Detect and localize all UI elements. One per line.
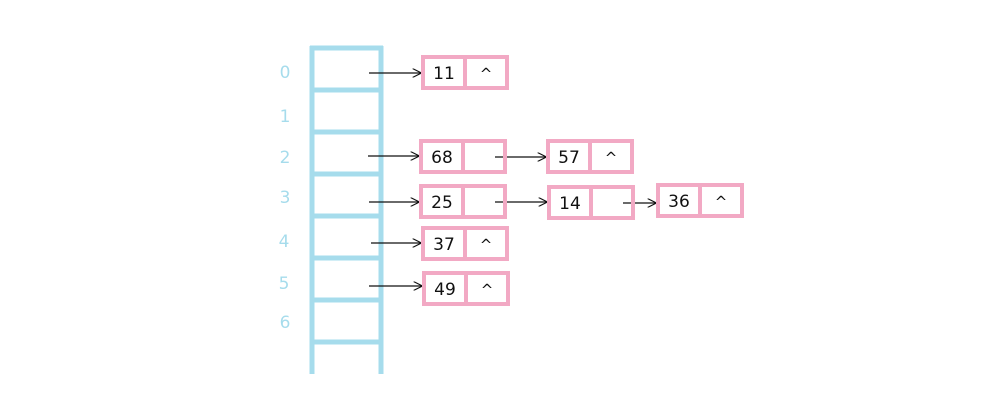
node-next-pointer: ^ [481,281,494,299]
array-index-label: 5 [279,274,290,294]
list-node: 57 ^ [546,139,634,174]
node-key: 11 [433,64,455,84]
list-node: 37 ^ [421,226,509,261]
list-node: 36 ^ [656,183,744,218]
list-node: 49 ^ [422,271,510,306]
pointer-arrows [368,73,656,286]
hash-array [309,45,384,374]
node-key: 68 [431,148,453,168]
array-index-label: 2 [280,148,291,168]
array-index-label: 3 [280,188,291,208]
node-next-pointer: ^ [480,65,493,83]
array-index-label: 6 [280,313,291,333]
node-key: 37 [433,235,455,255]
node-key: 49 [434,280,456,300]
list-node: 11 ^ [421,55,509,90]
node-key: 36 [668,192,690,212]
index-labels: 0 1 2 3 4 5 6 [279,63,291,333]
node-key: 14 [559,194,581,214]
list-node: 14 [547,185,635,220]
array-index-label: 0 [280,63,291,83]
node-key: 25 [431,193,453,213]
array-index-label: 4 [279,232,290,252]
list-node: 25 [419,184,507,219]
node-key: 57 [558,148,580,168]
list-node: 68 [419,139,507,174]
linked-list-nodes: 11 ^ 68 57 ^ 25 14 36 ^ 37 ^ 49 ^ [419,55,744,306]
node-next-pointer: ^ [605,149,618,167]
node-next-pointer: ^ [715,193,728,211]
node-next-pointer: ^ [480,236,493,254]
array-index-label: 1 [280,107,291,127]
